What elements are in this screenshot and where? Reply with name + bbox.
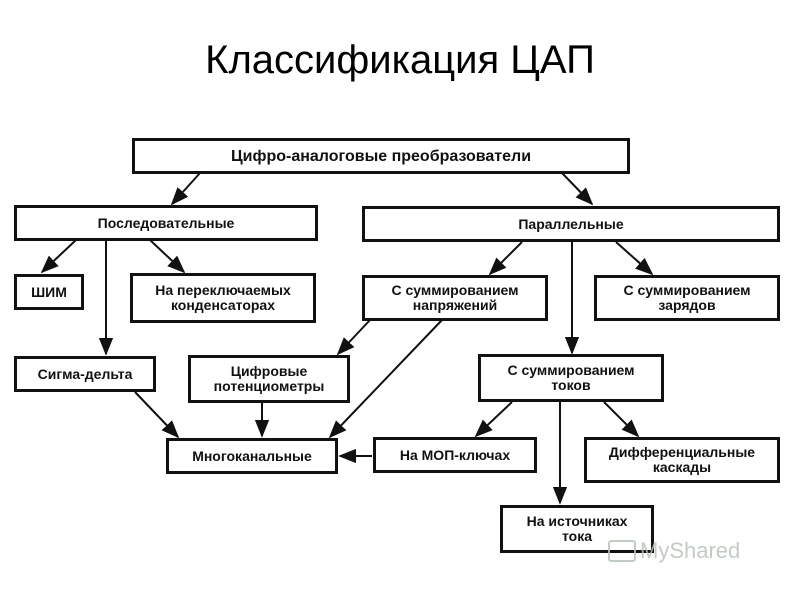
arrow-voltage-multichannel	[328, 319, 443, 439]
slide-title: Классификация ЦАП	[205, 38, 595, 82]
node-voltage-summing: С суммированием напряжений	[362, 275, 548, 321]
watermark-text: MyShared	[640, 538, 741, 563]
arrow-current-diff	[603, 401, 640, 438]
node-sequential: Последовательные	[14, 205, 318, 241]
node-pwm: ШИМ	[14, 274, 84, 310]
node-mos-keys: На МОП-ключах	[373, 437, 537, 473]
node-diff-cascades: Дифференциальные каскады	[584, 437, 780, 483]
arrow-sigma-multichannel	[134, 391, 180, 439]
arrow-parallel-charge	[615, 241, 654, 276]
node-multichannel: Многоканальные	[166, 438, 338, 474]
arrow-root-sequential	[170, 172, 201, 206]
node-switched-caps: На переключаемых конденсаторах	[130, 273, 316, 323]
presentation-icon	[608, 540, 636, 562]
arrow-sequential-pwm	[40, 239, 77, 274]
node-current-summing: С суммированием токов	[478, 354, 664, 402]
watermark: MyShared	[608, 538, 740, 564]
arrow-root-parallel	[561, 172, 594, 206]
arrow-sequential-switchedcaps	[149, 239, 186, 274]
node-digital-pots: Цифровые потенциометры	[188, 355, 350, 403]
node-parallel: Параллельные	[362, 206, 780, 242]
arrow-voltage-digitalpots	[336, 319, 371, 356]
node-sigma-delta: Сигма-дельта	[14, 356, 156, 392]
node-charge-summing: С суммированием зарядов	[594, 275, 780, 321]
arrow-parallel-voltage	[488, 241, 523, 276]
node-current-sources: На источниках тока	[500, 505, 654, 553]
node-dac-root: Цифро-аналоговые преобразователи	[132, 138, 630, 174]
arrow-current-mos	[474, 401, 513, 438]
